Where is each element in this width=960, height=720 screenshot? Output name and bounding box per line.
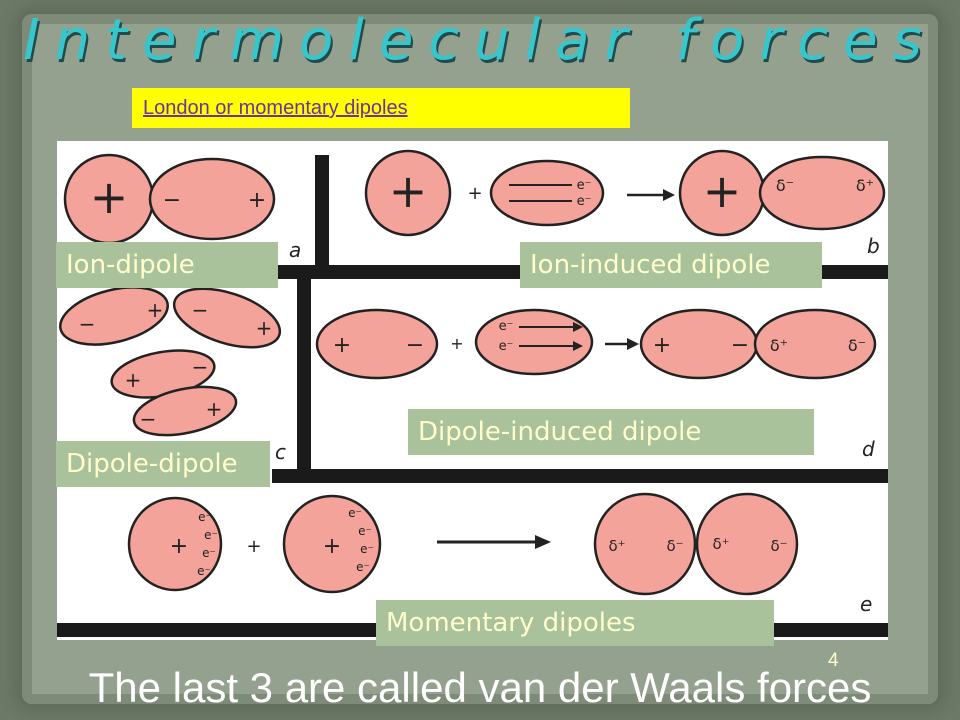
minus-sign: −: [406, 333, 424, 358]
caption-momentary-dipoles: Momentary dipoles: [376, 600, 774, 646]
minus-sign: −: [731, 333, 749, 358]
electron-label: e⁻: [499, 339, 514, 354]
ion-plus-sign: +: [90, 170, 129, 224]
dipole-plus-sign: +: [248, 188, 266, 213]
panel-b-ion-induced-dipole: + + e⁻ e⁻ + δ⁻ δ⁺: [364, 149, 886, 237]
plus-operator: +: [467, 183, 482, 204]
delta-plus-label: δ⁺: [856, 176, 874, 195]
footer-text: The last 3 are called van der Waals forc…: [88, 664, 872, 711]
electron-label: e⁻: [356, 560, 370, 574]
minus-sign: −: [192, 298, 209, 322]
plus-operator: +: [450, 334, 463, 353]
delta-minus-label: δ⁻: [666, 537, 683, 555]
caption-dipole-induced-dipole: Dipole-induced dipole: [408, 409, 814, 455]
figure-illustration: + − + + + e⁻ e⁻ + δ⁻ δ⁺: [57, 149, 888, 637]
panel-letter-a: a: [289, 238, 301, 262]
minus-sign: −: [140, 407, 157, 431]
divider-horizontal-cd: [272, 469, 888, 483]
page-number: 4: [828, 650, 839, 671]
london-dipoles-link[interactable]: London or momentary dipoles: [143, 97, 408, 119]
panel-e-momentary-dipoles: + e⁻ e⁻ e⁻ e⁻ + + e⁻ e⁻ e⁻ e⁻ δ⁺ δ⁻ δ⁺ δ…: [127, 492, 799, 596]
panel-d-dipole-induced-dipole: + − + e⁻ e⁻ + − δ⁺ δ⁻: [315, 308, 877, 380]
delta-plus-label: δ⁺: [608, 537, 625, 555]
caption-dipole-dipole: Dipole-dipole: [56, 441, 270, 487]
electron-label: e⁻: [198, 510, 212, 524]
delta-minus-label: δ⁻: [848, 336, 866, 355]
panel-letter-c: c: [275, 440, 286, 464]
electron-label: e⁻: [577, 194, 592, 209]
panel-letter-e: e: [860, 592, 872, 616]
delta-plus-label: δ⁺: [712, 535, 729, 553]
panel-c-dipole-dipole: − + − + + − − +: [59, 286, 282, 437]
ion-plus-sign: +: [703, 164, 742, 218]
electron-label: e⁻: [204, 528, 218, 542]
electron-label: e⁻: [358, 524, 372, 538]
dipole-minus-sign: −: [163, 188, 181, 213]
caption-ion-induced-dipole: Ion-induced dipole: [520, 242, 822, 288]
ion-plus-sign: +: [389, 164, 428, 218]
electron-label: e⁻: [360, 542, 374, 556]
delta-plus-label: δ⁺: [770, 336, 788, 355]
plus-sign: +: [147, 298, 164, 322]
plus-sign: +: [206, 397, 223, 421]
intermolecular-forces-figure: + − + + + e⁻ e⁻ + δ⁻ δ⁺: [57, 141, 888, 640]
minus-sign: −: [79, 312, 96, 336]
electron-label: e⁻: [202, 546, 216, 560]
electron-label: e⁻: [499, 319, 514, 334]
plus-sign: +: [323, 534, 341, 559]
electron-label: e⁻: [577, 178, 592, 193]
electron-label: e⁻: [348, 506, 362, 520]
panel-a-ion-dipole: + − +: [63, 153, 276, 245]
divider-vertical-a: [315, 155, 329, 279]
plus-sign: +: [333, 333, 351, 358]
electron-label: e⁻: [197, 564, 211, 578]
plus-sign: +: [125, 368, 142, 392]
plus-sign: +: [170, 534, 188, 559]
plus-sign: +: [256, 316, 273, 340]
minus-sign: −: [192, 355, 209, 379]
plus-sign: +: [653, 333, 671, 358]
slide-title: Intermolecular forces: [23, 8, 937, 73]
divider-vertical-c: [297, 279, 311, 474]
plus-operator: +: [246, 536, 261, 557]
delta-minus-label: δ⁻: [776, 176, 794, 195]
panel-letter-b: b: [867, 234, 880, 258]
caption-ion-dipole: Ion-dipole: [56, 242, 278, 288]
link-highlight-box: London or momentary dipoles: [132, 88, 630, 128]
delta-minus-label: δ⁻: [770, 537, 787, 555]
panel-letter-d: d: [862, 437, 875, 461]
